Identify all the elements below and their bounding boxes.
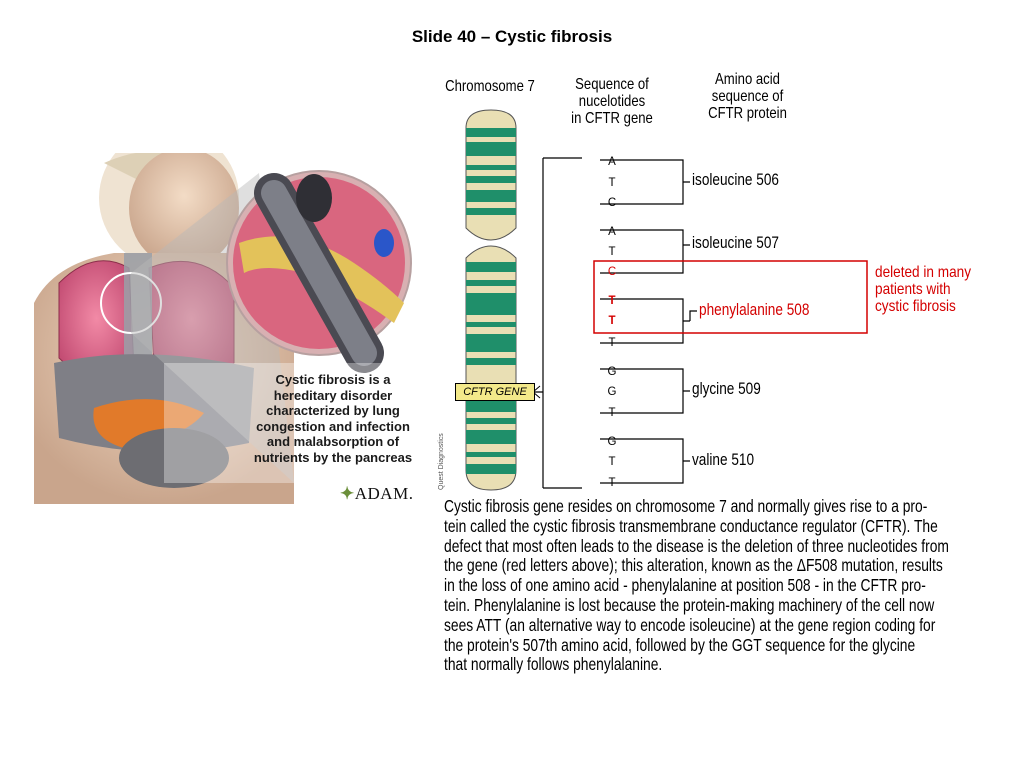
deletion-highlight-box [593,260,868,334]
amino-acid-510: valine 510 [692,450,755,469]
child-lungs-illustration [34,153,418,504]
nucleotide-11: G [607,386,617,398]
nucleotide-10: G [607,366,617,378]
illustration-caption: Cystic fibrosis is a hereditary disorder… [253,372,413,465]
nucleotide-6-deleted: C [607,266,617,278]
header-amino: Amino acid sequence of CFTR protein [708,71,787,122]
deleted-note: deleted in many patients with cystic fib… [875,264,972,315]
amino-acid-508: phenylalanine 508 [699,300,810,319]
adam-logo-text: ADAM. [354,484,414,503]
header-chromosome: Chromosome 7 [445,78,535,95]
slide-title: Slide 40 – Cystic fibrosis [411,27,613,46]
illustration-artwork [34,153,414,504]
nucleotide-14: T [608,456,616,468]
chromosome-7 [465,109,517,491]
description-text: Cystic fibrosis gene resides on chromoso… [444,496,949,675]
adam-logo-mark: ✦ [340,484,355,503]
image-credit-text: Quest Diagnostics [438,433,445,490]
amino-acid-506: isoleucine 506 [692,170,779,189]
cftr-gene-label: CFTR GENE [455,383,535,401]
nucleotide-13: G [607,436,617,448]
nucleotide-3: C [607,197,617,209]
header-sequence: Sequence of nucelotides in CFTR gene [571,76,653,127]
image-credit: Quest Diagnostics [438,433,445,490]
nucleotide-4: A [608,226,616,238]
nucleotide-7-deleted: T [608,295,616,307]
amino-acid-507: isoleucine 507 [692,233,779,252]
adam-logo: ✦ADAM. [340,484,413,504]
nucleotide-5: T [608,246,616,258]
nucleotide-2: T [608,177,616,189]
description-paragraph: Cystic fibrosis gene resides on chromoso… [444,496,949,675]
nucleotide-1: A [608,156,616,168]
nucleotide-8-deleted: T [608,315,616,327]
amino-acid-509: glycine 509 [692,379,761,398]
nucleotide-15: T [608,477,616,489]
nucleotide-12: T [608,407,616,419]
nucleotide-9: T [608,337,616,349]
